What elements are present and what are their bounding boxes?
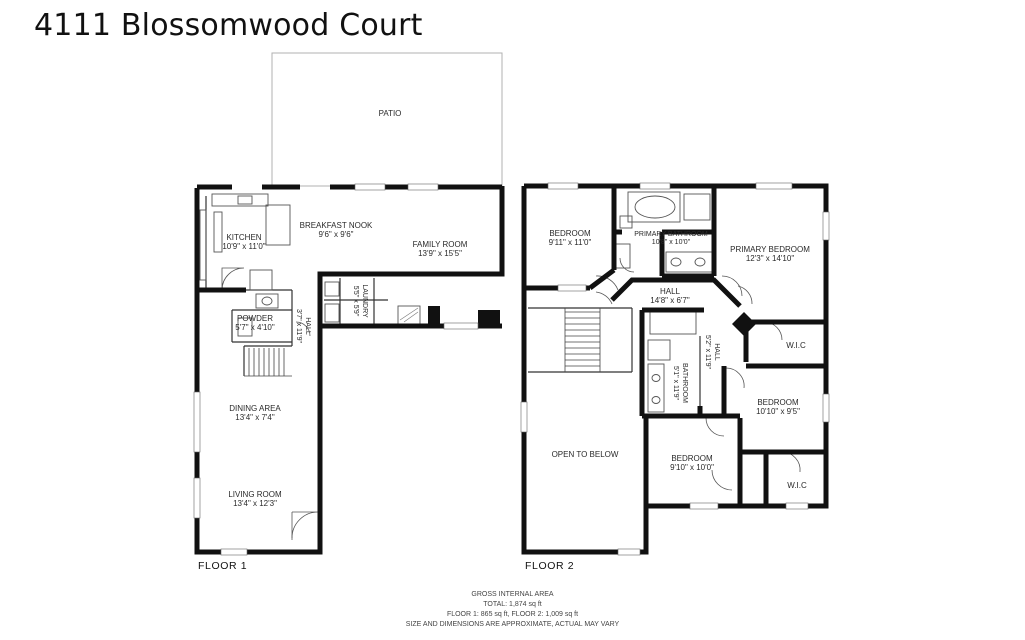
room-name-bedroom-s: BEDROOM [671, 454, 713, 463]
family-room-fixtures [397, 305, 500, 326]
footer-floor-areas: FLOOR 1: 865 sq ft, FLOOR 2: 1,009 sq ft [446, 611, 579, 618]
room-name-kitchen: KITCHEN [226, 233, 261, 242]
room-dims-dining-area: 13'4" x 7'4" [235, 413, 275, 422]
floor-2 [520, 182, 830, 556]
room-name-dining-area: DINING AREA [229, 404, 281, 413]
room-name-hall-upper: HALL [660, 287, 681, 296]
room-dims-bedroom-e: 10'10" x 9'5" [756, 407, 800, 416]
floor-2-interior-walls [528, 307, 701, 410]
floor-2-stairs [564, 308, 601, 372]
patio-area [271, 52, 503, 187]
room-dims-living-room: 13'4" x 12'3" [233, 499, 277, 508]
room-dims-primary-bedroom: 12'3" x 14'10" [746, 254, 794, 263]
room-name-primary-bedroom: PRIMARY BEDROOM [730, 245, 810, 254]
floor-1-label: FLOOR 1 [198, 560, 247, 572]
room-dims-primary-bathroom: 10'8" x 10'0" [652, 239, 691, 246]
room-name-bedroom-nw: BEDROOM [549, 229, 591, 238]
room-name-hall-vertical: HALL [713, 343, 720, 361]
room-dims-powder: 5'7" x 4'10" [235, 323, 275, 332]
room-dims-laundry: 5'5" x 5'9" [352, 286, 359, 317]
room-name-wic-1: W.I.C [786, 341, 806, 350]
room-dims-hall-vertical: 5'2" x 11'9" [704, 335, 711, 369]
powder-fixtures [237, 293, 279, 337]
room-dims-bedroom-nw: 9'11" x 11'0" [549, 238, 592, 247]
room-name-powder: POWDER [237, 314, 273, 323]
floor-2-label: FLOOR 2 [525, 560, 574, 572]
footer-disclaimer: SIZE AND DIMENSIONS ARE APPROXIMATE, ACT… [405, 621, 620, 628]
room-dims-bathroom: 5'1" x 11'9" [672, 366, 679, 400]
laundry-fixtures [324, 281, 340, 323]
room-name-primary-bathroom: PRIMARY BATHROOM [634, 231, 708, 238]
floor-2-doors [595, 257, 801, 491]
room-name-bathroom: BATHROOM [681, 363, 688, 403]
room-dims-hall-f1: 3'7" x 11'9" [295, 309, 302, 343]
floor-1-doors [221, 267, 319, 540]
room-name-open-to-below: OPEN TO BELOW [552, 450, 619, 459]
footer-total: TOTAL: 1,874 sq ft [483, 601, 542, 608]
room-labels: PATIO KITCHEN 10'9" x 11'0" BREAKFAST NO… [222, 109, 810, 508]
room-name-family-room: FAMILY ROOM [413, 240, 468, 249]
kitchen-fixtures [199, 193, 291, 291]
room-name-living-room: LIVING ROOM [228, 490, 282, 499]
footer-gross-area: GROSS INTERNAL AREA [471, 591, 554, 598]
floor-2-windows [520, 182, 830, 556]
bathroom-fixtures [647, 311, 697, 413]
floor-1 [193, 52, 505, 556]
room-dims-family-room: 13'9" x 15'5" [418, 249, 462, 258]
room-dims-bedroom-s: 9'10" x 10'0" [670, 463, 714, 472]
room-name-laundry: LAUNDRY [361, 284, 368, 318]
room-dims-hall-upper: 14'8" x 6'7" [650, 296, 690, 305]
room-name-hall-f1: HALL [304, 317, 311, 335]
room-name-breakfast-nook: BREAKFAST NOOK [300, 221, 373, 230]
page-title: 4111 Blossomwood Court [34, 8, 423, 43]
room-dims-breakfast-nook: 9'6" x 9'6" [319, 230, 354, 239]
floor-1-windows [193, 183, 479, 556]
floor-1-stairs [244, 348, 292, 377]
room-name-patio: PATIO [379, 109, 402, 118]
room-name-bedroom-e: BEDROOM [757, 398, 799, 407]
room-name-wic-2: W.I.C [787, 481, 807, 490]
room-dims-kitchen: 10'9" x 11'0" [222, 242, 265, 251]
